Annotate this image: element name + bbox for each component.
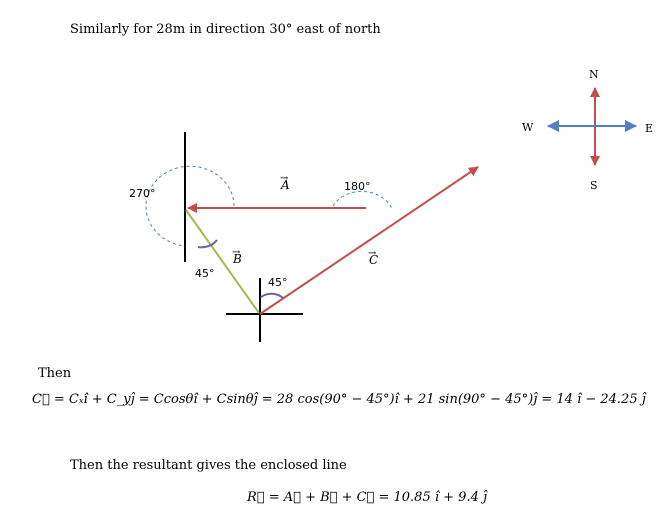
compass-west-label: W (522, 121, 534, 134)
angle-45-b-label: 45° (195, 267, 215, 280)
vector-c-arrowhead: → (368, 248, 377, 259)
vector-a-label: A (280, 178, 290, 192)
intro-text: Similarly for 28m in direction 30° east … (70, 22, 381, 37)
resultant-text: Then the resultant gives the enclosed li… (70, 458, 347, 473)
compass: N S E W (522, 68, 653, 192)
vector-diagram: N S E W A → B → C → 270° 180° 45° 45° (129, 68, 653, 342)
angle-arc-45-b (197, 239, 218, 249)
angle-45-c-label: 45° (268, 276, 288, 289)
angle-arc-45-c (260, 292, 284, 299)
angle-270-label: 270° (129, 187, 156, 200)
angle-arc-270 (145, 165, 235, 247)
vector-c-arrow (259, 166, 479, 315)
angle-arc-180 (332, 190, 393, 210)
compass-south-label: S (590, 179, 598, 192)
vector-c-label: C (369, 253, 378, 267)
equation-c: C⃗ = Cₓî + C_yĵ = Ccosθî + Csinθĵ = 28 c… (32, 392, 646, 407)
angle-180-label: 180° (344, 180, 371, 193)
compass-east-label: E (645, 122, 653, 135)
vector-b-arrowhead: → (232, 247, 241, 258)
equation-r: R⃗ = A⃗ + B⃗ + C⃗ = 10.85 î + 9.4 ĵ (247, 490, 488, 505)
vector-b-label: B (232, 252, 242, 266)
compass-north-label: N (589, 68, 599, 81)
vector-b-line (185, 209, 260, 314)
then-label: Then (38, 366, 72, 381)
vector-a-arrowhead: → (280, 173, 289, 184)
